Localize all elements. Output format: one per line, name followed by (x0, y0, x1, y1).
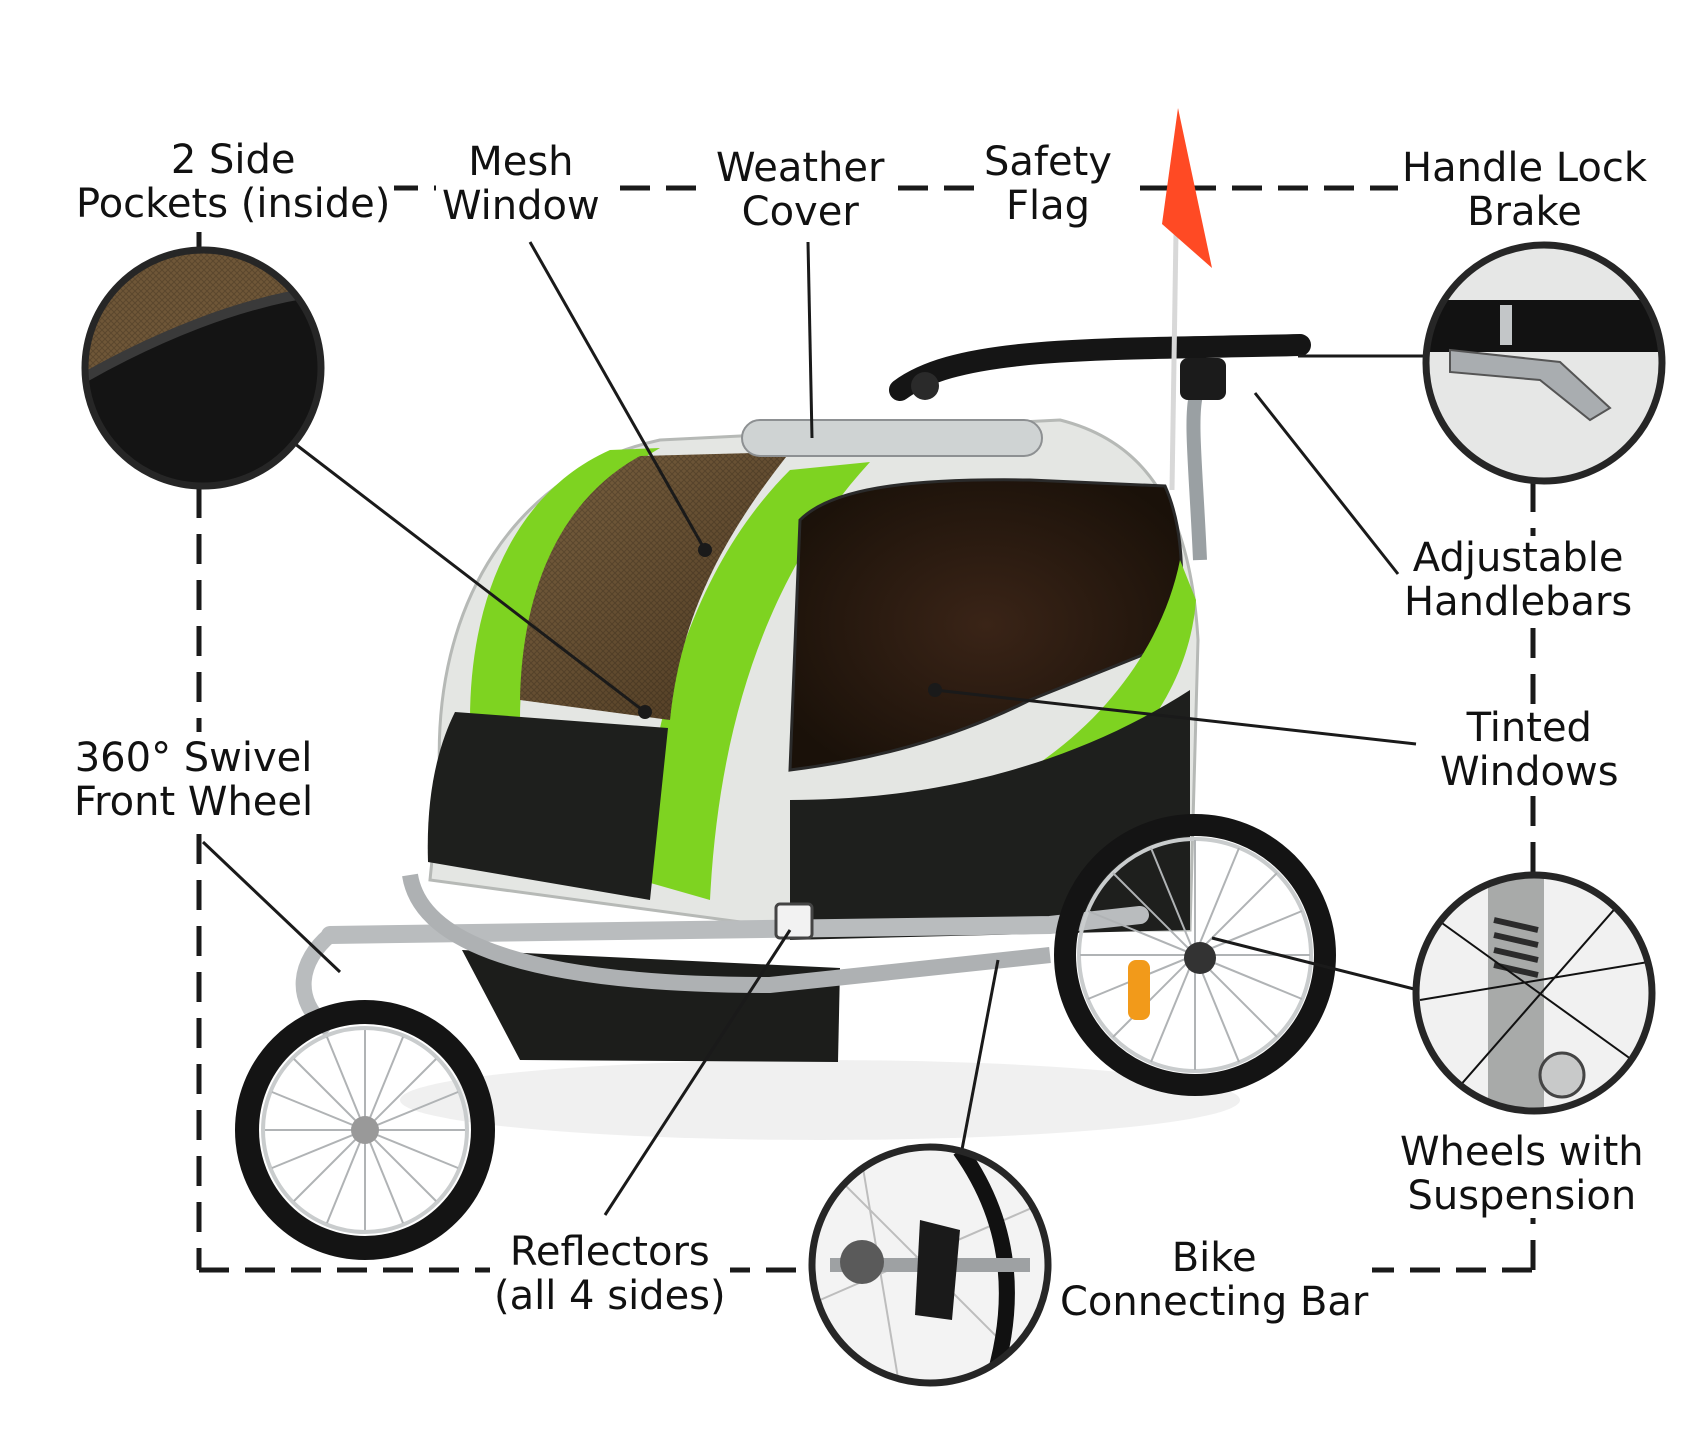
leader-dots (638, 543, 942, 719)
safety-flag-icon (1162, 108, 1212, 268)
handle-lock-brake-detail-photo (1422, 241, 1666, 485)
bike-connecting-bar-detail-photo (808, 1143, 1052, 1387)
wheel-suspension-detail-photo (1412, 871, 1656, 1115)
label-reflectors: Reflectors(all 4 sides) (490, 1230, 730, 1318)
bike-trailer-stroller-photo (235, 231, 1336, 1260)
leader-lines (201, 241, 1425, 1216)
dashed-outline (196, 185, 1536, 1273)
side-pocket-detail-photo (81, 246, 325, 490)
